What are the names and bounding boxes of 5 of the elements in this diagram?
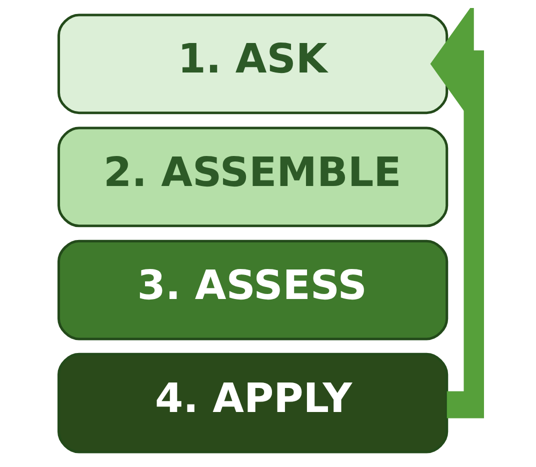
- node-box: 1. ASK: [57, 14, 448, 114]
- node-box: 4. APPLY: [57, 352, 448, 454]
- node-box: 2. ASSEMBLE: [57, 126, 448, 228]
- node-box: 3. ASSESS: [57, 240, 448, 340]
- arrow: [430, 8, 484, 418]
